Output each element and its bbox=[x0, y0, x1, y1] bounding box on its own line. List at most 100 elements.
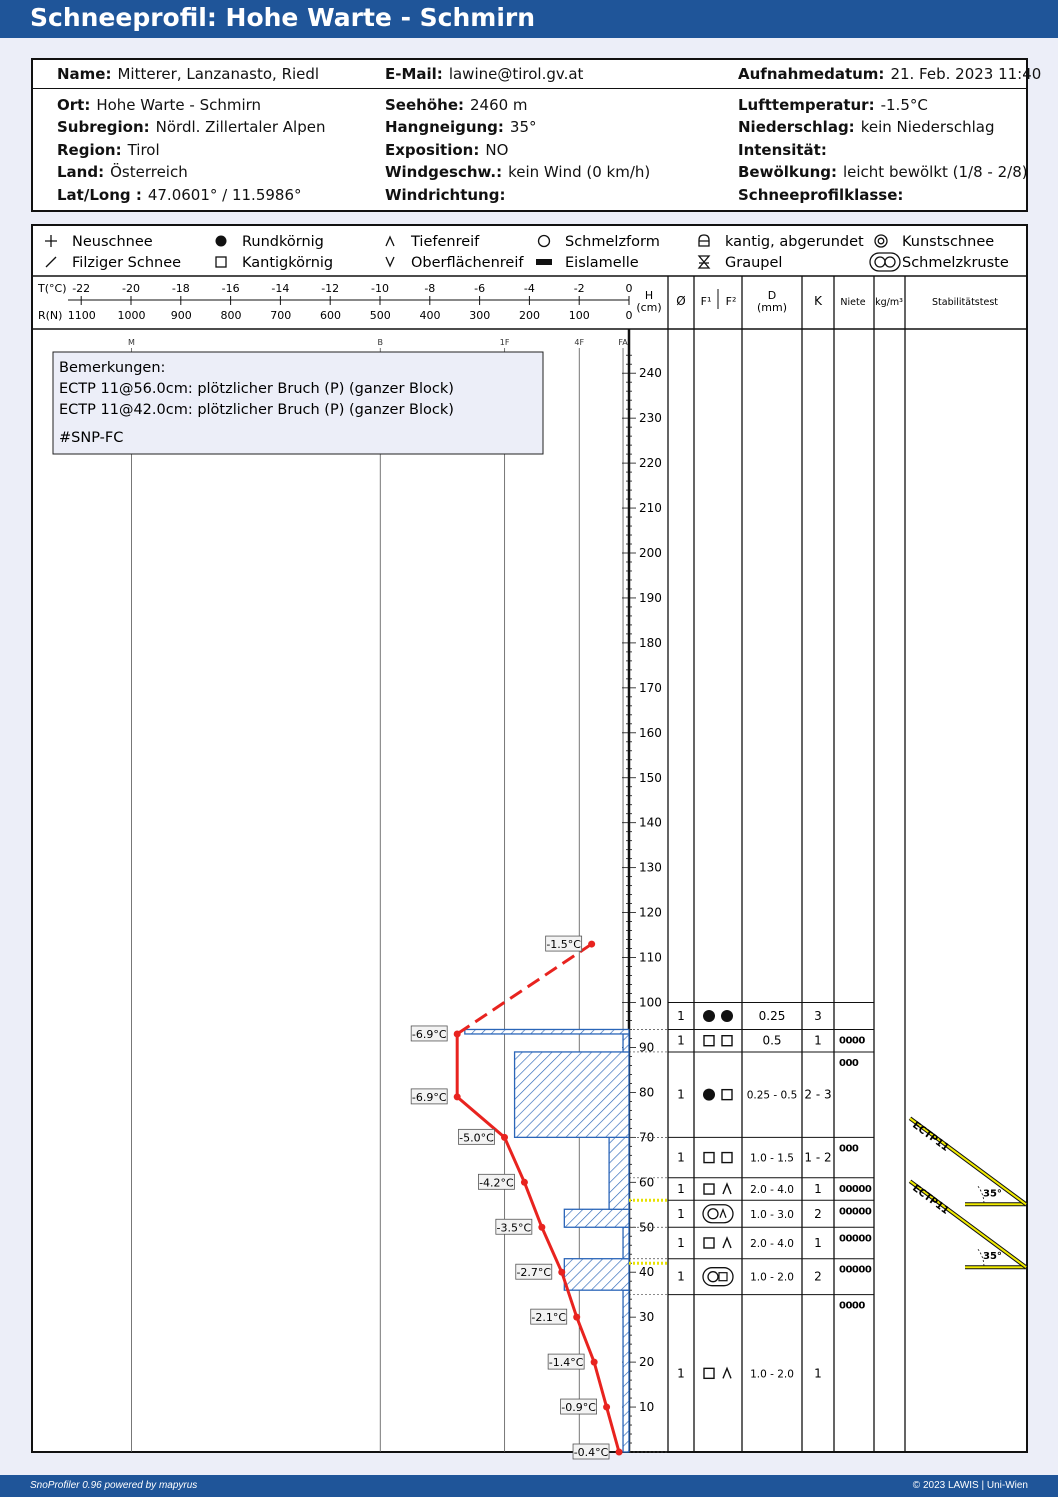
t-tick-label: -22 bbox=[72, 282, 90, 295]
h-tick-label: 170 bbox=[639, 681, 662, 695]
r-tick-label: 300 bbox=[469, 309, 490, 322]
stability-test-label: ECTP11 bbox=[910, 1183, 951, 1217]
layer-size-cell: 1 bbox=[677, 1207, 685, 1221]
h-tick-label: 130 bbox=[639, 861, 662, 875]
h-axis-unit: (cm) bbox=[636, 301, 661, 314]
temperature-label-box bbox=[410, 1088, 448, 1105]
h-tick-label: 180 bbox=[639, 636, 662, 650]
table-column-header: Niete bbox=[840, 297, 865, 308]
crust-left-circle bbox=[707, 1208, 719, 1220]
layer-grain-shapes bbox=[703, 1151, 733, 1164]
layer-niete-cell: 0000 bbox=[839, 1301, 865, 1312]
legend-label: Rundkörnig bbox=[242, 234, 324, 250]
temperature-point bbox=[520, 1178, 528, 1186]
layer-grain-size-cell: 1.0 - 2.0 bbox=[750, 1368, 794, 1380]
hardness-block bbox=[622, 1226, 630, 1260]
hardness-block bbox=[563, 1258, 630, 1291]
melt-crust-icon bbox=[869, 252, 901, 272]
lufttemp-field: Lufttemperatur:-1.5°C bbox=[738, 96, 928, 114]
temperature-label-box bbox=[495, 1218, 533, 1235]
layer-grain-shapes bbox=[703, 1009, 733, 1022]
h-tick-label: 10 bbox=[639, 1400, 654, 1414]
temperature-label-box bbox=[530, 1308, 568, 1325]
temperature-label: -1.4°C bbox=[549, 1356, 584, 1369]
temperature-label-box bbox=[458, 1128, 495, 1145]
crust-left-circle bbox=[707, 1271, 719, 1283]
temperature-label-box bbox=[572, 1443, 610, 1460]
hand-hardness-label: 4F bbox=[574, 338, 584, 347]
temperature-point bbox=[588, 940, 596, 948]
remarks-line: ECTP 11@56.0cm: plötzlicher Bruch (P) (g… bbox=[59, 381, 454, 397]
t-tick-label: -12 bbox=[321, 282, 339, 295]
black-bar-icon bbox=[536, 259, 552, 265]
table-column-header: Stabilitätstest bbox=[932, 297, 998, 308]
layer-grain-size-cell: 1.0 - 3.0 bbox=[750, 1209, 794, 1221]
layer-size-cell: 1 bbox=[677, 1366, 685, 1380]
intensitaet-field: Intensität: bbox=[738, 141, 827, 159]
layer-niete-cell: 0000 bbox=[839, 1035, 865, 1046]
caret-down-icon bbox=[385, 256, 395, 268]
header-divider bbox=[33, 88, 1026, 89]
stability-angle-label: 35° bbox=[983, 1188, 1002, 1199]
hand-hardness-label: 1F bbox=[500, 338, 510, 347]
temperature-point bbox=[538, 1223, 546, 1231]
temperature-label: -5.0°C bbox=[459, 1131, 494, 1144]
remarks-box: Bemerkungen:ECTP 11@56.0cm: plötzlicher … bbox=[52, 351, 544, 455]
seehoehe-field: Seehöhe:2460 m bbox=[385, 96, 528, 114]
hardness-profile bbox=[464, 1028, 630, 1453]
hangneigung-field: Hangneigung:35° bbox=[385, 118, 537, 136]
depth-hoar-icon bbox=[722, 1236, 732, 1249]
temperature-label-box bbox=[560, 1398, 597, 1415]
t-tick-label: -16 bbox=[222, 282, 240, 295]
hand-hardness-label: M bbox=[128, 338, 135, 347]
remarks-line: ECTP 11@42.0cm: plötzlicher Bruch (P) (g… bbox=[59, 402, 454, 418]
temperature-label: -3.5°C bbox=[497, 1221, 532, 1234]
r-tick-label: 200 bbox=[519, 309, 540, 322]
h-tick-label: 150 bbox=[639, 771, 662, 785]
temperature-label-box bbox=[410, 1025, 448, 1042]
legend-label: Graupel bbox=[725, 255, 782, 271]
temperature-point bbox=[590, 1358, 598, 1366]
title-bar: Schneeprofil: Hohe Warte - Schmirn bbox=[0, 0, 1058, 38]
t-tick-label: -2 bbox=[574, 282, 585, 295]
stability-angle-label: 35° bbox=[983, 1251, 1002, 1262]
inner-ring bbox=[877, 237, 885, 245]
melt-crust-icon bbox=[702, 1267, 734, 1287]
legend-label: Eislamelle bbox=[565, 255, 639, 271]
windgeschw-field: Windgeschw.:kein Wind (0 km/h) bbox=[385, 163, 651, 181]
faceted-grain-icon bbox=[703, 1367, 715, 1380]
temperature-label: -2.7°C bbox=[516, 1266, 551, 1279]
hardness-block bbox=[622, 1033, 630, 1053]
table-column-header: kg/m³ bbox=[875, 297, 903, 308]
hand-hardness-label: FA bbox=[618, 338, 628, 347]
faceted-grain-icon bbox=[721, 1088, 733, 1101]
temperature-label-box bbox=[478, 1173, 515, 1190]
legend-label: Schmelzkruste bbox=[902, 255, 1009, 271]
faceted-grain-icon bbox=[703, 1183, 715, 1195]
legend-label: Filziger Schnee bbox=[72, 255, 181, 271]
table-column-header: F² bbox=[726, 295, 737, 308]
h-axis-label: H bbox=[645, 289, 653, 302]
t-tick-label: -8 bbox=[424, 282, 435, 295]
latlong-field: Lat/Long :47.0601° / 11.5986° bbox=[57, 186, 302, 204]
layer-k-cell: 1 bbox=[814, 1366, 822, 1380]
h-tick-label: 240 bbox=[639, 366, 662, 380]
r-tick-label: 600 bbox=[320, 309, 341, 322]
h-tick-label: 30 bbox=[639, 1310, 654, 1324]
h-tick-label: 210 bbox=[639, 501, 662, 515]
h-tick-label: 20 bbox=[639, 1355, 654, 1369]
crust-outline bbox=[869, 252, 901, 272]
layer-k-cell: 2 bbox=[814, 1270, 822, 1284]
layer-niete-cell: 000 bbox=[839, 1143, 859, 1154]
profilklasse-field: Schneeprofilklasse: bbox=[738, 186, 904, 204]
caret-up-icon bbox=[385, 235, 395, 247]
t-tick-label: 0 bbox=[626, 282, 633, 295]
hardness-block bbox=[464, 1028, 630, 1035]
faceted-grain-icon bbox=[718, 1272, 728, 1282]
temperature-label: -6.9°C bbox=[412, 1028, 447, 1041]
legend-label: Kantigkörnig bbox=[242, 255, 333, 271]
layer-k-cell: 1 bbox=[814, 1236, 822, 1250]
r-tick-label: 500 bbox=[370, 309, 391, 322]
